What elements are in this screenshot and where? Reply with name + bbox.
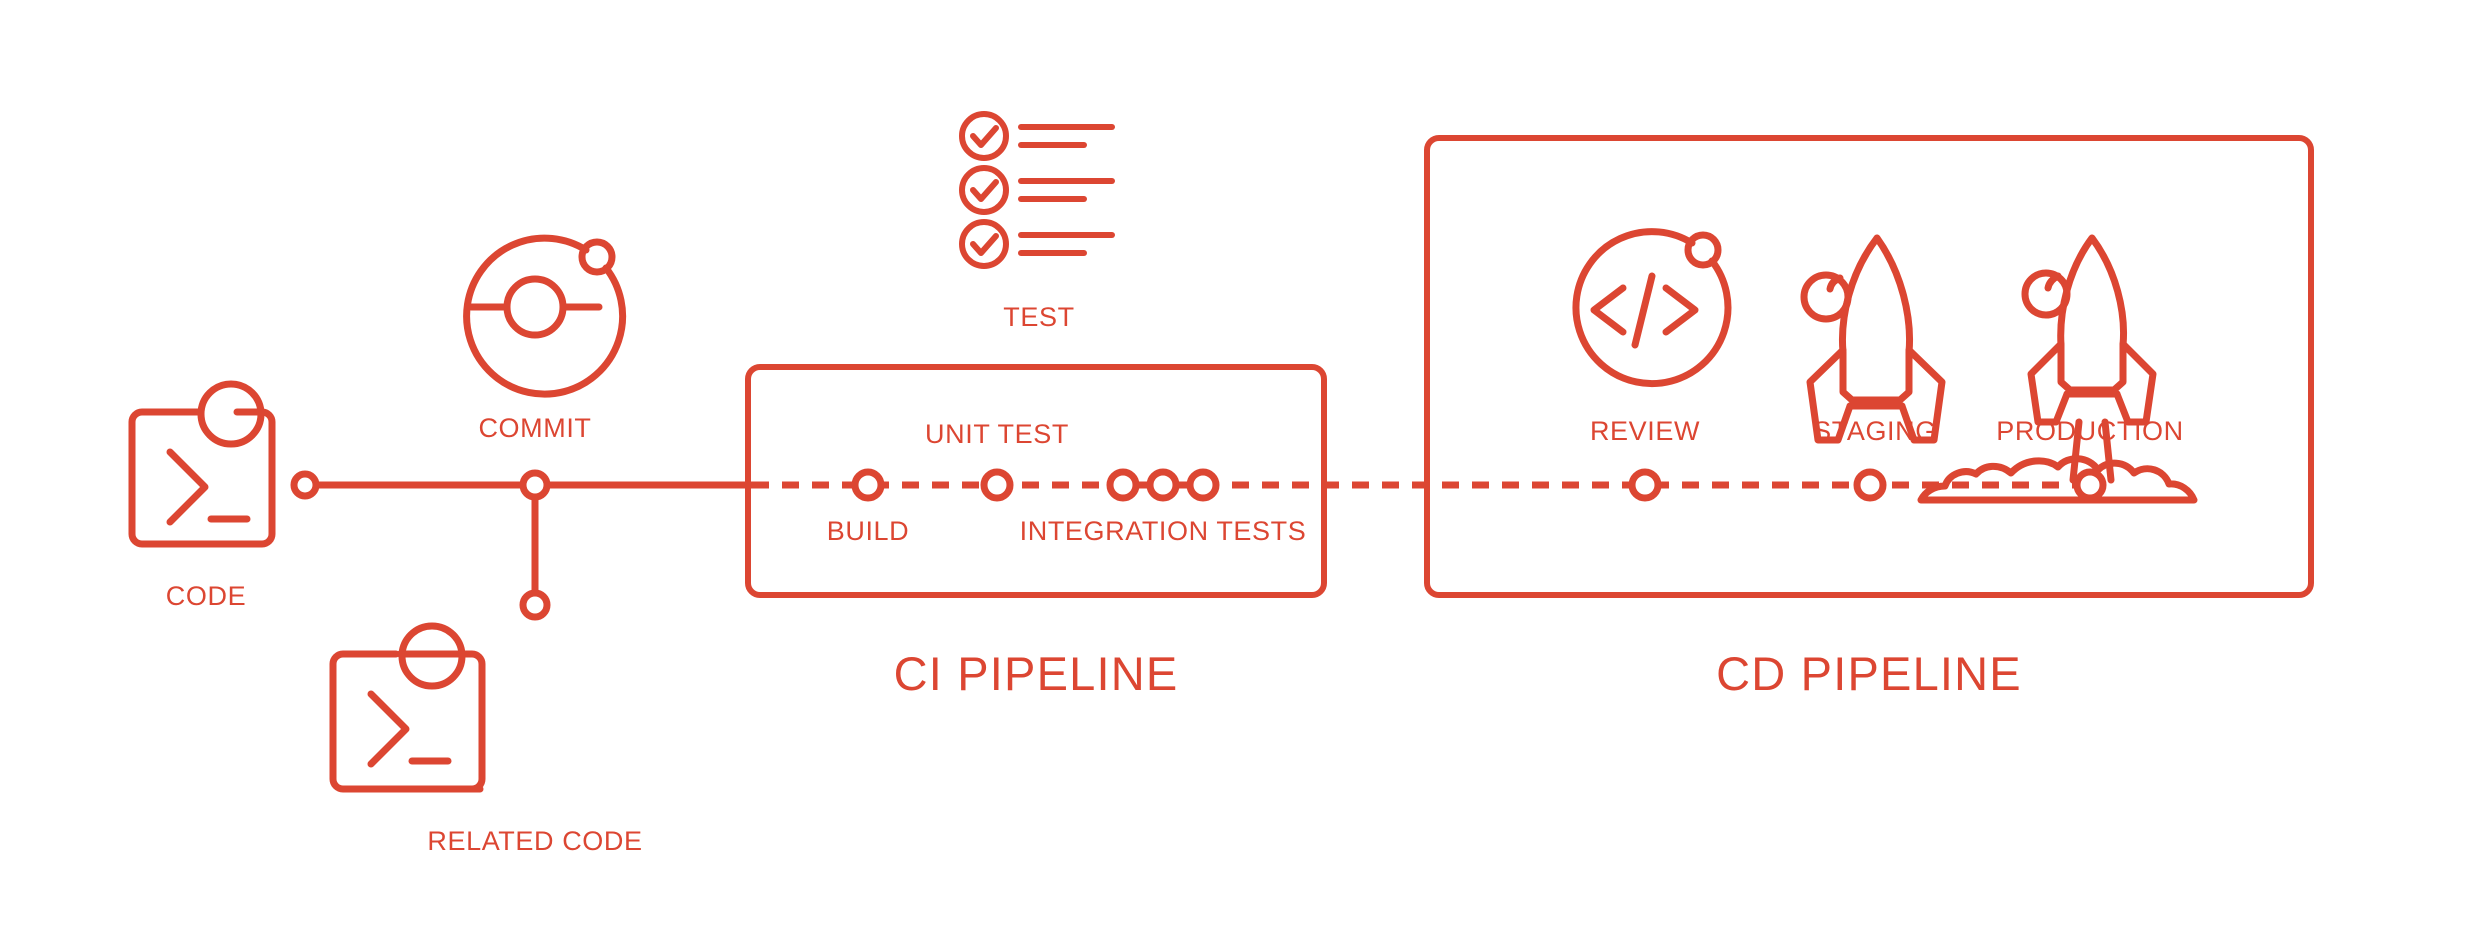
checklist-check-3-icon (970, 233, 999, 256)
commit-orbit-dot-icon (578, 238, 616, 276)
unit-test-node[interactable] (980, 468, 1014, 502)
production-label: PRODUCTION (1996, 416, 2184, 446)
review-label: REVIEW (1590, 416, 1700, 446)
rocket-body-icon (1839, 234, 1913, 404)
staging-label: STAGING (1813, 416, 1937, 446)
commit-label: COMMIT (478, 413, 591, 443)
production-orbit-tail-icon (2044, 272, 2062, 292)
production-launch-cloud-icon (1917, 455, 2198, 504)
code-label: CODE (166, 581, 246, 611)
checklist-circle-3-icon (959, 219, 1009, 269)
production-node[interactable] (2073, 468, 2107, 502)
rocket-orbit-dot-icon (1800, 271, 1852, 323)
production-fin-left-icon (2027, 340, 2071, 426)
commit-orbit-icon (463, 234, 627, 398)
staging-node[interactable] (1853, 468, 1887, 502)
rocket-fin-right-icon (1898, 346, 1946, 444)
ci-pipeline-title: CI PIPELINE (894, 647, 1179, 700)
commit-node[interactable] (519, 469, 551, 501)
rocket-orbit-tail-icon (1826, 274, 1844, 293)
production-icon-group (1917, 234, 2198, 504)
related-code-icon-group (329, 622, 486, 793)
terminal-code-icon (128, 408, 276, 548)
related-code-label: RELATED CODE (427, 826, 642, 856)
review-icon-group (1572, 228, 1732, 388)
integration-tests-label: INTEGRATION TESTS (1020, 516, 1307, 546)
staging-icon-group (1800, 234, 1946, 444)
code-badge-circle-icon (197, 380, 265, 448)
code-icon-group (128, 380, 276, 548)
test-label: TEST (1003, 302, 1074, 332)
checklist-check-2-icon (970, 179, 999, 202)
code-chevron-icon (166, 448, 209, 526)
related-code-chevron-icon (367, 690, 410, 768)
checklist-circle-2-icon (959, 165, 1009, 215)
rocket-fin-left-icon (1806, 346, 1854, 444)
related-code-badge-circle-icon (398, 622, 466, 690)
commit-icon-group (463, 234, 627, 398)
test-checklist-icon-group (959, 111, 1115, 269)
review-slash-icon (1631, 272, 1656, 349)
production-exhaust-left-icon (2069, 418, 2083, 484)
checklist-circle-1-icon (959, 111, 1009, 161)
ci-pipeline-box (745, 364, 1327, 598)
integration-test-node-3[interactable] (1186, 468, 1220, 502)
code-review-icon (1572, 228, 1732, 388)
production-orbit-dot-icon (2021, 269, 2071, 319)
cd-pipeline-title: CD PIPELINE (1716, 647, 2022, 700)
review-node[interactable] (1628, 468, 1662, 502)
unit-test-label: UNIT TEST (925, 419, 1069, 449)
review-angle-left-icon (1590, 284, 1627, 336)
related-code-branch-node[interactable] (519, 589, 551, 621)
checklist-check-1-icon (970, 125, 999, 148)
build-label: BUILD (827, 516, 910, 546)
integration-test-node-2[interactable] (1146, 468, 1180, 502)
code-output-node[interactable] (290, 470, 320, 500)
cd-pipeline-box (1424, 135, 2314, 598)
production-rocket-body-icon (2057, 234, 2127, 394)
related-terminal-code-icon (329, 650, 486, 793)
review-angle-right-icon (1662, 284, 1699, 336)
integration-test-node-1[interactable] (1106, 468, 1140, 502)
build-node[interactable] (851, 468, 885, 502)
review-orbit-dot-icon (1684, 231, 1722, 269)
commit-node-circle-icon (503, 275, 567, 339)
production-exhaust-right-icon (2101, 418, 2115, 484)
production-fin-right-icon (2113, 340, 2157, 426)
